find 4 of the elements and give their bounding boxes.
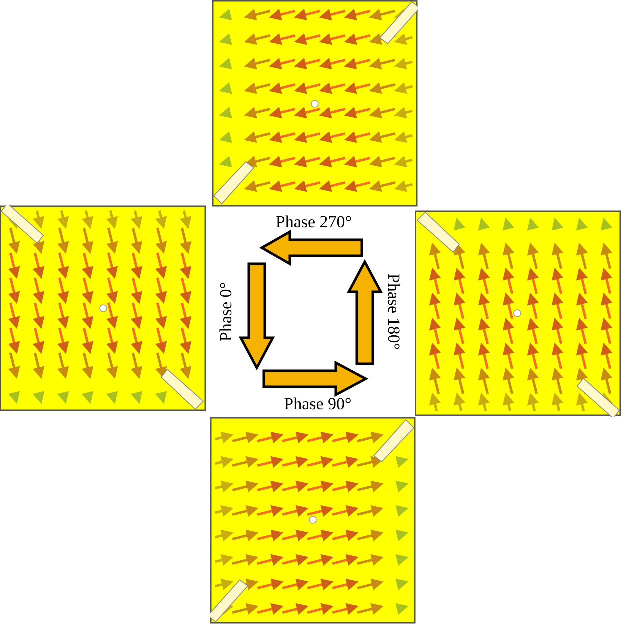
phase-label: Phase 270°	[276, 214, 352, 230]
phase-label: Phase 90°	[284, 396, 352, 412]
phase-label: Phase 180°	[386, 274, 402, 350]
phase-label: Phase 0°	[218, 282, 234, 342]
